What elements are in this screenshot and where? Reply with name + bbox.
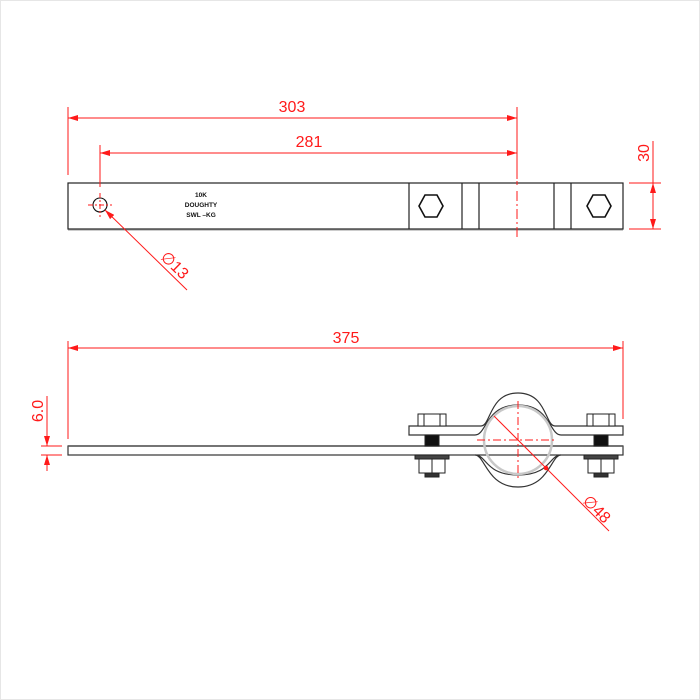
stamp-line-1: 10K	[195, 192, 207, 199]
hole-centerlines	[88, 193, 112, 217]
hex-nut-right-icon	[586, 194, 612, 218]
bolt-assembly-left	[414, 413, 450, 478]
flat-strap	[67, 445, 624, 456]
stamp-label: 10K DOUGHTY SWL –KG	[185, 192, 218, 219]
dimension-303	[67, 107, 518, 237]
dimension-6	[41, 396, 62, 471]
dimension-375-label: 375	[333, 330, 360, 347]
hex-nut-left-icon	[418, 194, 444, 218]
dimension-hole-diameter	[104, 209, 188, 291]
dimension-48-label: ∅48	[579, 493, 614, 528]
dimension-375	[67, 341, 624, 439]
dimension-281	[99, 145, 517, 187]
stamp-line-3: SWL –KG	[186, 212, 216, 219]
dimension-6-label: 6.0	[30, 400, 47, 422]
dimension-pipe-diameter	[493, 415, 610, 532]
top-view: 10K DOUGHTY SWL –KG 303 281 30	[67, 99, 661, 291]
stamp-line-2: DOUGHTY	[185, 202, 218, 209]
upper-clamp-strap	[408, 392, 624, 436]
dimension-30	[629, 141, 661, 230]
dimension-303-label: 303	[279, 99, 306, 116]
side-view: 375 6.0 ∅48	[30, 330, 624, 532]
dimension-30-label: 30	[636, 144, 653, 162]
bolt-assembly-right	[583, 413, 619, 478]
bar-plan-outline	[67, 182, 624, 231]
lower-clamp-strap	[474, 454, 562, 488]
dimension-281-label: 281	[296, 134, 323, 151]
